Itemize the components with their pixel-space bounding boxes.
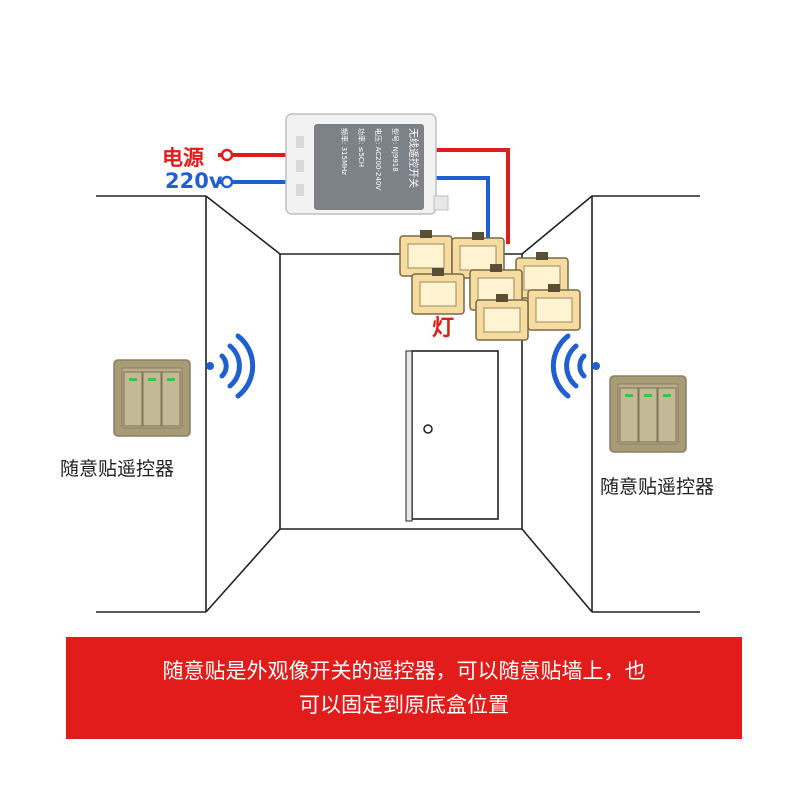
neutral-wire-out (434, 176, 490, 244)
live-wire-out (434, 148, 510, 244)
receiver-label-plate (314, 124, 424, 210)
receiver-spec-line: 无线遥控开关 (407, 128, 420, 188)
switch-key (161, 371, 181, 427)
receiver-spec-line: 频率: 315MHz (340, 128, 349, 175)
receiver-spec-line: 功率: ≤5CH (357, 128, 366, 167)
switch-key (123, 371, 143, 427)
remote-switch-left (113, 359, 191, 437)
lantern-icon (399, 230, 453, 277)
lamp-label: 灯 (432, 316, 455, 341)
switch-key (657, 387, 677, 443)
room-outline (96, 195, 700, 613)
remote-right-label: 随意贴遥控器 (600, 476, 715, 498)
receiver-spec-line: 型号: NJ9918 (391, 128, 400, 172)
lantern-icon (411, 268, 465, 315)
signal-waves-right-icon (550, 333, 600, 399)
signal-waves-left-icon (206, 333, 256, 399)
power-neutral-label: 220v (165, 169, 223, 193)
banner-line-2: 可以固定到原底盒位置 (299, 693, 509, 717)
switch-key (638, 387, 658, 443)
receiver-spec-line: 电压: AC200-240V (374, 128, 383, 190)
remote-left-label: 随意贴遥控器 (60, 458, 175, 480)
info-banner: 随意贴是外观像开关的遥控器，可以随意贴墙上，也 可以固定到原底盒位置 (66, 637, 742, 739)
power-live-label: 电源 (162, 146, 204, 170)
neutral-terminal-icon (220, 175, 234, 189)
live-terminal-icon (220, 148, 234, 162)
chandelier-icon (399, 230, 581, 341)
switch-key (142, 371, 162, 427)
door (405, 350, 499, 522)
lantern-icon (475, 294, 529, 341)
lantern-icon (527, 284, 581, 331)
banner-line-1: 随意贴是外观像开关的遥控器，可以随意贴墙上，也 (162, 659, 646, 683)
remote-switch-right (609, 375, 687, 453)
switch-key (619, 387, 639, 443)
wires (218, 148, 510, 244)
door-knob-icon (423, 424, 433, 434)
